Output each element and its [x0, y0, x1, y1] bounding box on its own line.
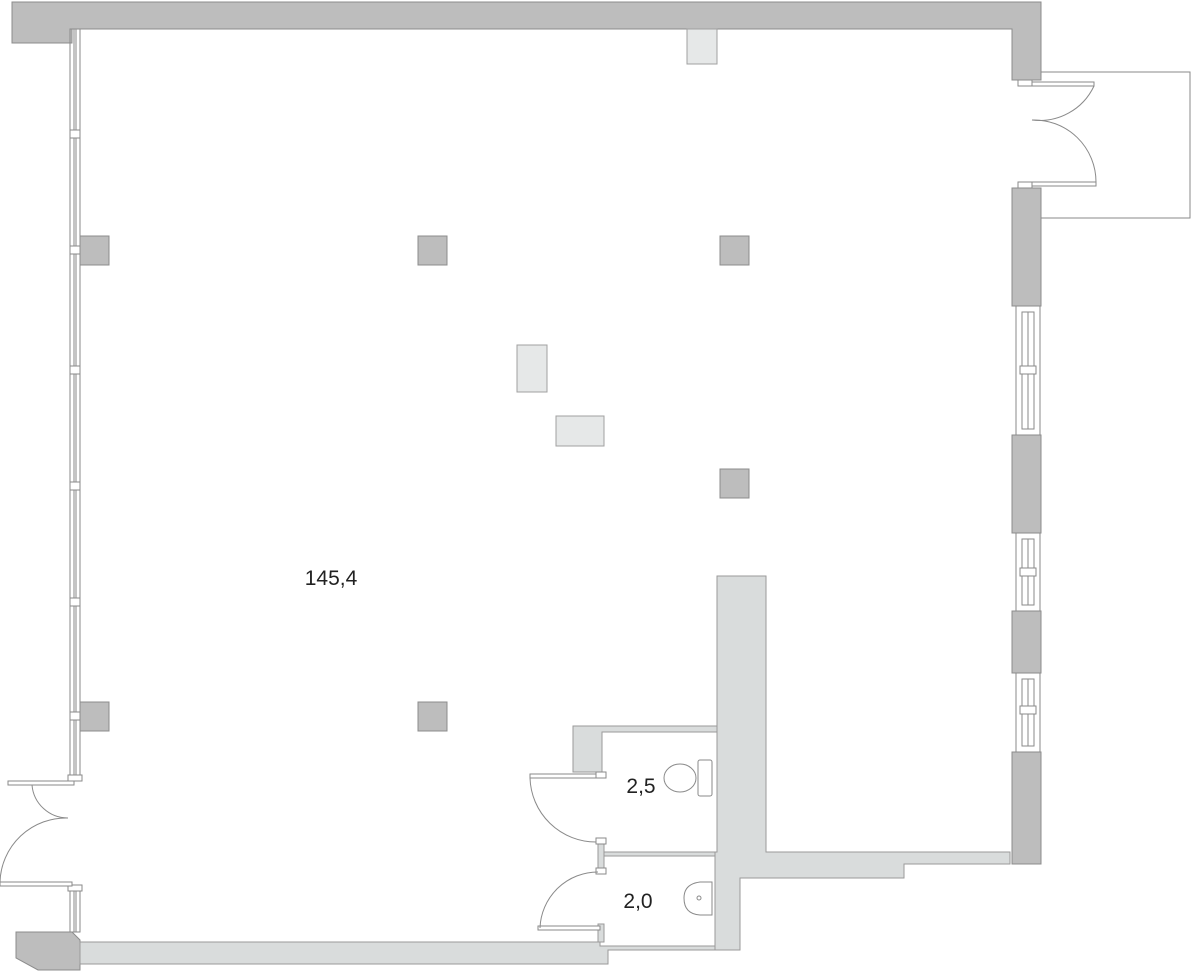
right-window-mullions [1019, 365, 1037, 715]
right-wall-segment [1011, 434, 1042, 534]
wc-1-area-label: 2,5 [626, 775, 655, 798]
columns [79, 235, 750, 732]
column [417, 235, 448, 266]
column [79, 701, 110, 732]
right-wall-segment [1011, 751, 1042, 865]
right-wall-segment [1011, 610, 1042, 674]
left-entrance-door[interactable] [0, 780, 75, 887]
shaft [686, 28, 718, 65]
wc-1-door[interactable] [529, 771, 607, 845]
column [79, 235, 110, 266]
left-window-wall [69, 28, 81, 933]
shaft [516, 344, 548, 393]
service-shafts [516, 28, 718, 447]
wc-2-area-label: 2,0 [623, 890, 652, 913]
wc-partition-post [597, 923, 605, 943]
right-wall-segment [1011, 187, 1042, 307]
exterior-walls [11, 1, 1042, 971]
left-window-mullions [67, 129, 83, 892]
column [417, 701, 448, 732]
wc-2-door[interactable] [537, 867, 607, 931]
toilet-icon [663, 759, 713, 797]
wc-wall-stub [572, 725, 718, 773]
shaft [555, 415, 605, 447]
terrace-outline [1041, 71, 1191, 219]
right-entrance-door[interactable] [1017, 79, 1097, 189]
top-wall [11, 1, 1042, 81]
bottom-left-wall-block [15, 931, 81, 971]
core-wall [714, 575, 1011, 951]
main-hall-area-label: 145,4 [305, 567, 358, 590]
column [719, 235, 750, 266]
column [719, 468, 750, 499]
wc-partition [598, 851, 716, 857]
interior-walls [79, 575, 1011, 965]
sink-icon [683, 881, 713, 916]
